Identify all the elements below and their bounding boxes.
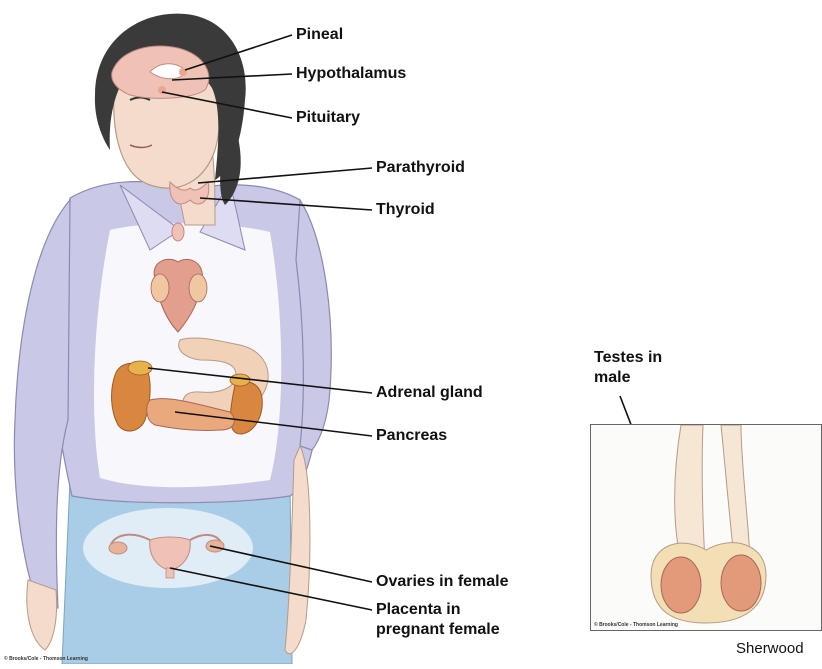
- testes-illustration: [591, 425, 821, 630]
- label-pituitary: Pituitary: [296, 108, 360, 128]
- label-pineal: Pineal: [296, 25, 343, 45]
- testes-inset: [590, 424, 822, 631]
- left-ovary: [109, 542, 127, 554]
- right-testis: [721, 555, 761, 611]
- label-placenta: Placenta in pregnant female: [376, 600, 516, 640]
- right-ovary: [206, 540, 224, 552]
- left-testis: [661, 557, 701, 613]
- credit-main: © Brooks/Cole - Thomson Learning: [4, 656, 88, 662]
- label-ovaries: Ovaries in female: [376, 572, 509, 592]
- label-pancreas: Pancreas: [376, 426, 447, 446]
- adrenal-right: [230, 374, 250, 386]
- attribution-sherwood: Sherwood: [736, 640, 804, 657]
- label-parathyroid: Parathyroid: [376, 158, 465, 178]
- label-hypothalamus: Hypothalamus: [296, 64, 406, 84]
- left-hand: [27, 580, 57, 650]
- credit-inset: © Brooks/Cole - Thomson Learning: [594, 622, 678, 628]
- label-thyroid: Thyroid: [376, 200, 435, 220]
- label-testes: Testes in male: [594, 348, 664, 388]
- label-adrenal-gland: Adrenal gland: [376, 383, 483, 403]
- left-arm: [14, 200, 70, 610]
